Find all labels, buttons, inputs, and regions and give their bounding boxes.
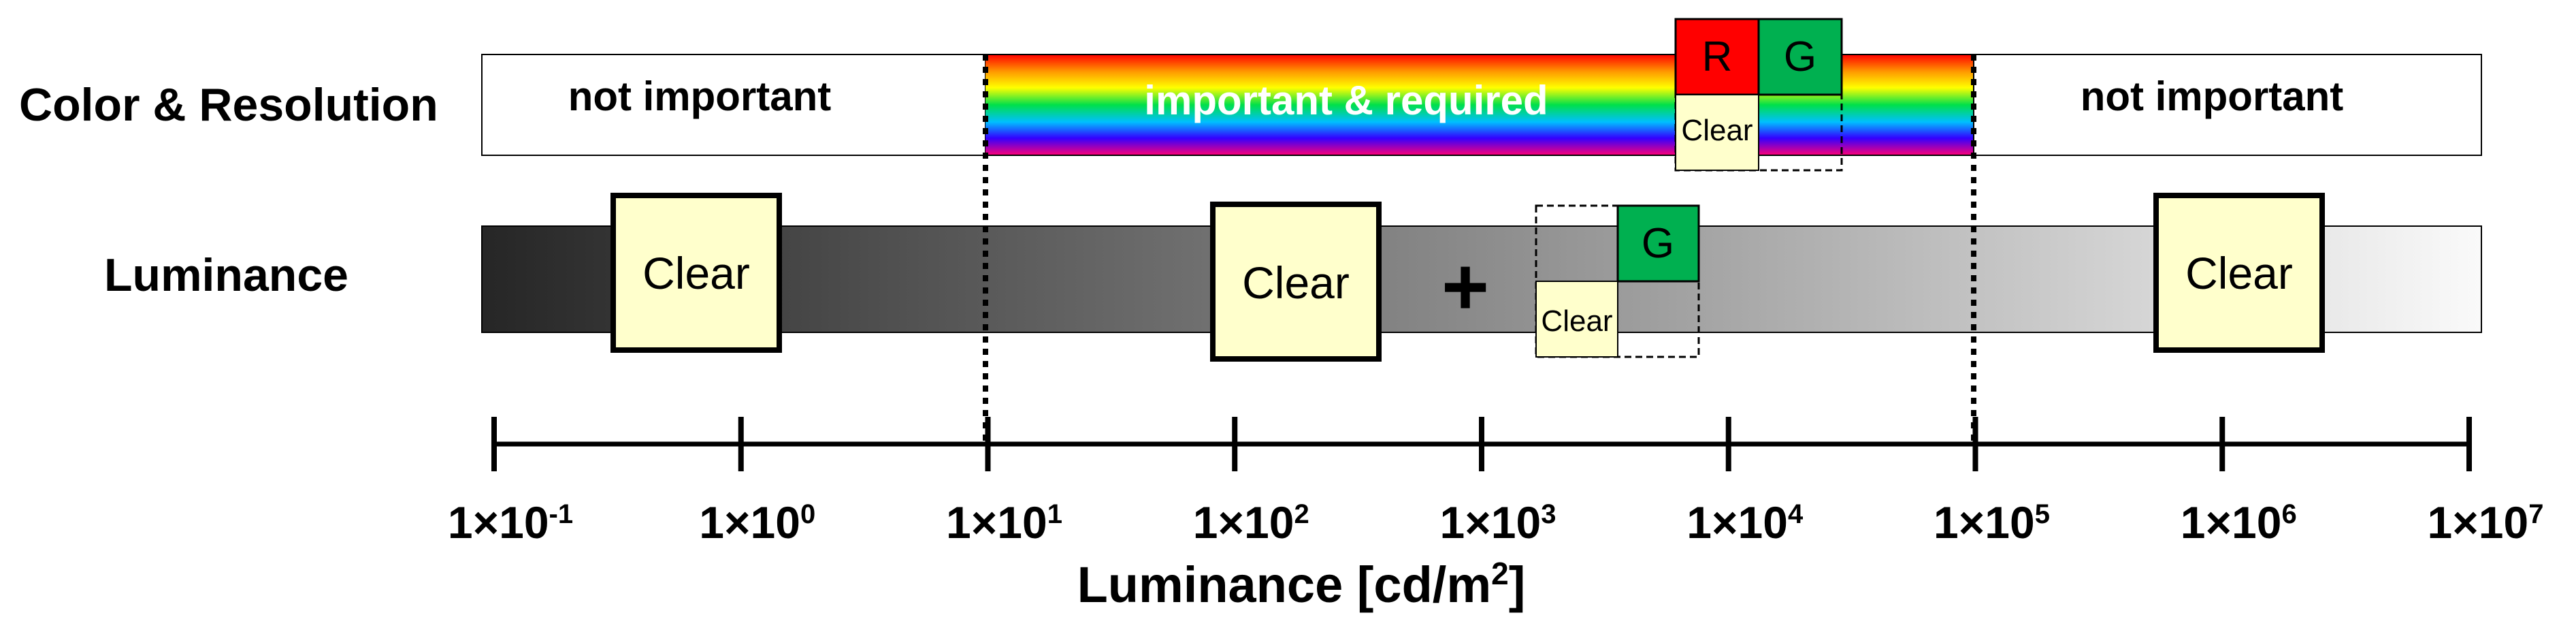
clear-filter-label-top: Clear xyxy=(1681,114,1752,147)
clear-filter-cell-top xyxy=(1675,94,1759,171)
tick-label-base: 1×10 xyxy=(1686,497,1788,548)
red-filter-label: R xyxy=(1702,33,1733,80)
rg-clear-filter-group-top: R G Clear xyxy=(1674,18,1843,172)
important-required-text: important & required xyxy=(1144,78,1548,123)
tick-label-exponent: 3 xyxy=(1541,499,1556,529)
tick-label-exponent: 4 xyxy=(1788,499,1804,529)
tick-label-base: 1×10 xyxy=(1440,497,1542,548)
axis-tick-label: 1×101 xyxy=(946,497,1062,548)
not-important-left-text: not important xyxy=(568,74,832,119)
tick-label-base: 1×10 xyxy=(1193,497,1294,548)
green-filter-label-bottom: G xyxy=(1642,220,1674,267)
clear-box-2-label: Clear xyxy=(1242,257,1350,308)
not-important-left-segment xyxy=(481,54,986,156)
axis-tick-label: 1×103 xyxy=(1440,497,1556,548)
tick-label-exponent: 7 xyxy=(2528,499,2543,529)
tick-label-base: 1×10 xyxy=(2428,497,2529,548)
axis-tick-label: 1×104 xyxy=(1686,497,1804,548)
clear-box-1: Clear xyxy=(610,193,782,353)
axis-title: Luminance [cd/m2] xyxy=(1077,556,1526,613)
luminance-gradient-bar xyxy=(481,225,2482,333)
color-resolution-label: Color & Resolution xyxy=(19,79,438,131)
clear-box-1-label: Clear xyxy=(642,248,750,298)
green-filter-cell-bottom xyxy=(1616,204,1700,283)
tick-label-exponent: 1 xyxy=(1047,499,1062,529)
axis-tick-label: 1×107 xyxy=(2428,497,2544,548)
tick-label-base: 1×10 xyxy=(1934,497,2035,548)
luminance-label: Luminance xyxy=(104,249,348,301)
tick-label-exponent: 6 xyxy=(2281,499,2296,529)
plus-icon: + xyxy=(1441,241,1489,332)
axis-tick-label: 1×100 xyxy=(699,497,815,548)
not-important-right-text: not important xyxy=(2081,74,2344,119)
tick-label-base: 1×10 xyxy=(2181,497,2282,548)
luminance-bar xyxy=(481,225,2482,333)
g-clear-filter-group-bottom: G Clear xyxy=(1535,204,1700,358)
tick-label-base: 1×10 xyxy=(699,497,800,548)
axis-title-exponent: 2 xyxy=(1491,556,1509,591)
tick-label-base: 1×10 xyxy=(448,497,549,548)
clear-box-3: Clear xyxy=(2153,193,2325,353)
clear-filter-cell-bottom xyxy=(1535,281,1618,358)
axis-tick-label: 1×105 xyxy=(1934,497,2050,548)
tick-label-exponent: -1 xyxy=(549,499,574,529)
color-resolution-bar: not important important & required not i… xyxy=(481,54,2482,156)
axis-title-suffix: ] xyxy=(1509,556,1526,613)
tick-label-base: 1×10 xyxy=(946,497,1047,548)
axis-tick-label: 1×102 xyxy=(1193,497,1309,548)
color-bar-outline xyxy=(481,54,2482,156)
tick-label-exponent: 0 xyxy=(800,499,815,529)
axis-title-prefix: Luminance [cd/m xyxy=(1077,556,1492,613)
tick-label-exponent: 5 xyxy=(2035,499,2050,529)
tick-label-exponent: 2 xyxy=(1294,499,1309,529)
axis-tick-label: 1×10-1 xyxy=(448,497,573,548)
green-filter-label-top: G xyxy=(1784,33,1816,80)
axis-tick-label: 1×106 xyxy=(2181,497,2297,548)
clear-filter-label-bottom: Clear xyxy=(1541,304,1612,338)
clear-box-3-label: Clear xyxy=(2185,248,2293,298)
green-filter-cell-top xyxy=(1757,18,1843,96)
clear-box-2: Clear xyxy=(1210,202,1382,362)
